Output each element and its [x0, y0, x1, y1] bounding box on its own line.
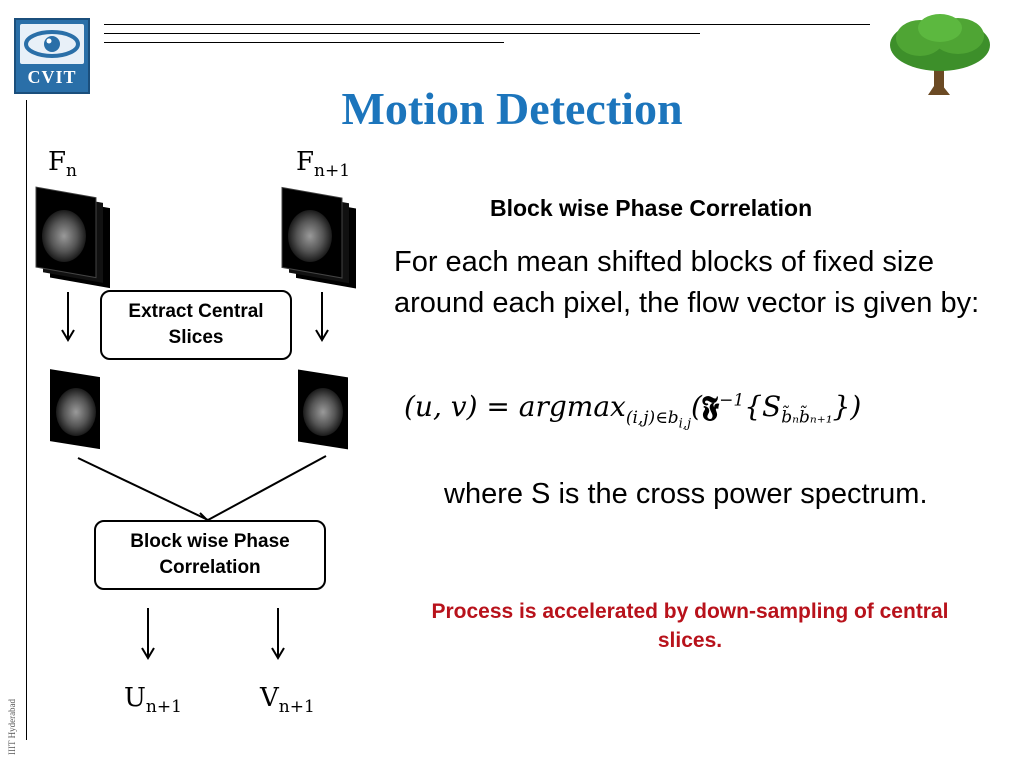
- frame-n-stack-image: [35, 186, 110, 289]
- output-u-sub: n+1: [145, 697, 182, 718]
- formula-s-sub: b̃ₙb̃ₙ₊₁: [781, 407, 833, 428]
- frame-n-base: F: [48, 147, 67, 177]
- output-u-base: U: [124, 683, 146, 713]
- frame-n-label: Fn: [48, 147, 77, 181]
- formula-lhs: (u, v) = argmax: [404, 390, 626, 423]
- side-label: IIIT Hyderabad: [7, 698, 17, 755]
- output-v-sub: n+1: [278, 697, 315, 718]
- formula-fourier-sup: −1: [719, 390, 745, 411]
- diagram-graphics: [35, 186, 356, 660]
- cvit-logo: CVIT: [14, 18, 90, 94]
- side-rule: [26, 100, 27, 740]
- header-rule-2: [104, 33, 700, 34]
- correlation-box-label: Block wise Phase Correlation: [130, 531, 290, 578]
- tree-logo-icon: [880, 10, 1000, 100]
- flow-formula: (u, v) = argmax(i,j)∈bi,j(𝕱−1{Sb̃ₙb̃ₙ₊₁}…: [404, 390, 862, 431]
- frame-n1-stack-image: [281, 186, 356, 289]
- output-u-label: Un+1: [124, 683, 182, 717]
- extract-box-label: Extract Central Slices: [128, 301, 264, 348]
- extract-central-slices-box: Extract Central Slices: [100, 290, 292, 360]
- formula-lhs-sub: (i,j)∈bi,j: [625, 407, 691, 431]
- side-label-wrap: IIIT Hyderabad: [4, 680, 20, 760]
- frame-n-sub: n: [66, 161, 77, 182]
- formula-lhs-sub2: i,j: [678, 415, 691, 431]
- slice-n1-image: [298, 369, 348, 450]
- phase-correlation-box: Block wise Phase Correlation: [94, 520, 326, 590]
- formula-lhs-sub-text: (i,j)∈b: [625, 407, 679, 428]
- frame-n1-sub: n+1: [314, 161, 351, 182]
- header-rule-1: [104, 24, 870, 25]
- frame-n1-base: F: [296, 147, 315, 177]
- acceleration-note: Process is accelerated by down-sampling …: [431, 600, 949, 652]
- section-heading: Block wise Phase Correlation: [490, 195, 813, 221]
- header-rule-3: [104, 42, 504, 43]
- slice-n-image: [50, 369, 100, 450]
- logo-text: CVIT: [27, 67, 77, 87]
- output-v-label: Vn+1: [260, 683, 315, 717]
- output-v-base: V: [260, 683, 279, 713]
- description-paragraph: For each mean shifted blocks of fixed si…: [394, 246, 980, 319]
- page-title: Motion Detection: [341, 83, 683, 134]
- formula-fourier: 𝕱: [701, 390, 720, 423]
- formula-s: S: [762, 390, 782, 423]
- eye-icon: [20, 24, 84, 64]
- frame-n1-label: Fn+1: [296, 147, 350, 181]
- where-text: where S is the cross power spectrum.: [444, 478, 928, 510]
